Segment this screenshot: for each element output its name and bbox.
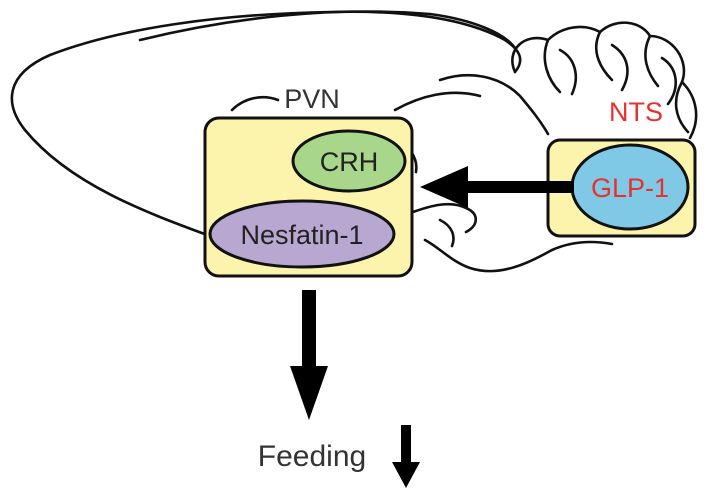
glp1-node: GLP-1	[570, 143, 690, 231]
feeding-label: Feeding	[258, 440, 366, 473]
pvn-region: PVN CRH Nesfatin-1	[203, 84, 414, 278]
nts-to-pvn-arrow-head	[420, 166, 468, 208]
crh-node: CRH	[291, 129, 407, 193]
nts-to-pvn-arrow-shaft	[462, 181, 574, 193]
decrease-arrow-shaft	[401, 425, 411, 467]
crh-label: CRH	[320, 147, 379, 177]
crh-ellipse	[291, 129, 407, 193]
nesfatin-ellipse	[208, 199, 396, 269]
nts-label: NTS	[609, 97, 663, 127]
pvn-to-feeding-arrow-shaft	[302, 290, 316, 370]
nesfatin-label: Nesfatin-1	[240, 220, 363, 250]
pvn-label: PVN	[284, 84, 340, 114]
feeding-outcome: Feeding	[258, 425, 420, 488]
glp1-label: GLP-1	[591, 173, 669, 203]
nts-region: NTS GLP-1	[546, 97, 697, 238]
decrease-arrow-icon	[392, 425, 420, 488]
pvn-to-feeding-arrow	[290, 290, 328, 420]
nesfatin-node: Nesfatin-1	[208, 199, 396, 269]
nts-to-pvn-arrow	[420, 166, 574, 208]
decrease-arrow-head	[392, 462, 420, 488]
pvn-to-feeding-arrow-head	[290, 366, 328, 420]
